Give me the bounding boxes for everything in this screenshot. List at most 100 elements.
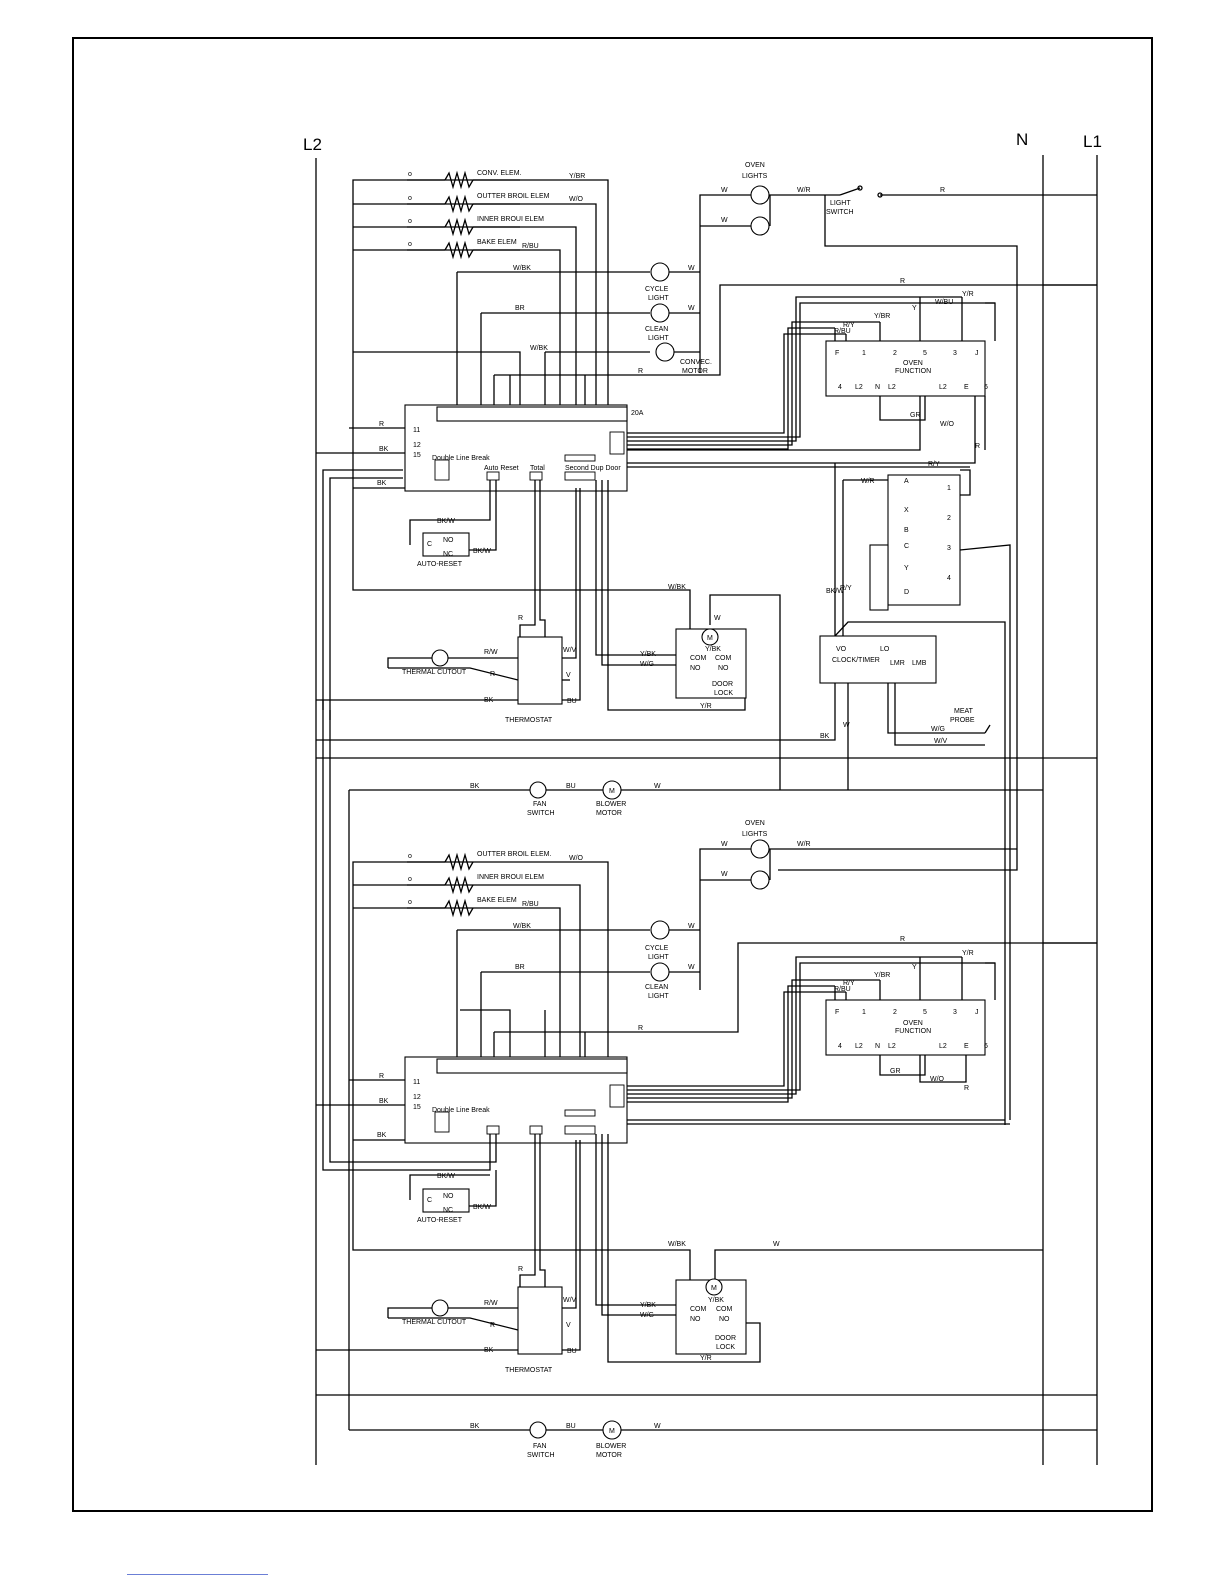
lower-o-1: o (408, 853, 412, 860)
lower-oven-function-label-1: OVEN (903, 1020, 923, 1027)
term-b: B (904, 527, 909, 534)
term-l2: L2 (888, 384, 896, 391)
term-6: 6 (984, 384, 988, 391)
wire-label: W/G (640, 661, 654, 668)
wire-label: BU (566, 1423, 576, 1430)
term-n: N (875, 1043, 880, 1050)
wire-label: BK/W (437, 1173, 455, 1180)
wire-label: W/O (930, 1076, 945, 1083)
lower-oven-lights-label-1: OVEN (745, 820, 765, 827)
upper-o-3: o (408, 218, 412, 225)
wire-label: BU (567, 1348, 577, 1355)
wire-label: W/G (640, 1312, 654, 1319)
term-l2: L2 (855, 1043, 863, 1050)
wire-label: W (721, 871, 728, 878)
lower-double-line-break: Double Line Break (432, 1107, 490, 1114)
l1-rail-label: L1 (1083, 132, 1102, 151)
upper-control-board (316, 296, 995, 492)
term-c: C (427, 1197, 432, 1204)
term-n: N (875, 384, 880, 391)
term-3: 3 (953, 1009, 957, 1016)
meat-probe-label-2: PROBE (950, 717, 975, 724)
term-l2: L2 (939, 1043, 947, 1050)
diagram-frame (72, 37, 1153, 1512)
term-x: X (904, 507, 909, 514)
wire-label: R/BU (834, 328, 851, 335)
wire-label: R (638, 368, 643, 375)
term-1: 1 (947, 485, 951, 492)
footer-link-underline[interactable] (127, 1574, 268, 1575)
wire-label: W (654, 1423, 661, 1430)
upper-oven-lights-label-1: OVEN (745, 162, 765, 169)
wire-label: GR (910, 412, 921, 419)
wire-label: V (566, 1322, 571, 1329)
term-no: NO (719, 1316, 730, 1323)
lower-thermal-cutout-label: THERMAL CUTOUT (402, 1319, 467, 1326)
upper-oven-lights-label-2: LIGHTS (742, 173, 768, 180)
lower-oven-lights (650, 839, 1017, 990)
term-c: C (427, 541, 432, 548)
wire-label: W (843, 722, 850, 729)
upper-conv-elem-label: CONV. ELEM. (477, 170, 522, 177)
wire-label: W (714, 615, 721, 622)
wire-label: W/R (797, 187, 811, 194)
wire-label: W (688, 964, 695, 971)
lower-cycle-light-label-1: CYCLE (645, 945, 669, 952)
motor-m: M (711, 1285, 717, 1292)
lower-element-wiring (352, 852, 1097, 1140)
wire-label: R (490, 671, 495, 678)
term-e: E (964, 384, 969, 391)
term-y: Y (904, 565, 909, 572)
wire-label: W/V (563, 1297, 577, 1304)
lower-blower-motor-label-2: MOTOR (596, 1452, 622, 1459)
term-no: NO (718, 665, 729, 672)
lower-inner-broil-label: INNER BROUI ELEM (477, 874, 544, 881)
wire-label: W/BK (668, 584, 686, 591)
lower-clean-light-label-1: CLEAN (645, 984, 668, 991)
term-lo: LO (880, 646, 890, 653)
lower-clean-light-label-2: LIGHT (648, 993, 669, 1000)
wire-label: W/BU (935, 299, 953, 306)
upper-oven-function-label-2: FUNCTION (895, 368, 931, 375)
lower-oven-lights-label-2: LIGHTS (742, 831, 768, 838)
meat-probe-label-1: MEAT (954, 708, 974, 715)
term-j: J (975, 350, 979, 357)
term-nc: NC (443, 1207, 453, 1214)
term-l2: L2 (855, 384, 863, 391)
wire-label: BK (379, 1098, 389, 1105)
wire-label: BK (484, 1347, 494, 1354)
wire-label: W/O (569, 855, 584, 862)
wire-label: R (638, 1025, 643, 1032)
lower-door-lock-label-2: LOCK (716, 1344, 735, 1351)
wire-label: Y/BK (705, 646, 721, 653)
wire-label: W/BK (668, 1241, 686, 1248)
term-11: 11 (413, 1079, 420, 1086)
wire-label: W/R (861, 478, 875, 485)
wire-label: R/Y (840, 585, 852, 592)
lower-o-3: o (408, 899, 412, 906)
wire-label: R/W (484, 1300, 498, 1307)
motor-m: M (707, 635, 713, 642)
term-c: C (904, 543, 909, 550)
wire-label: BK (377, 480, 387, 487)
wire-label: Y/BK (708, 1297, 724, 1304)
upper-o-1: o (408, 171, 412, 178)
upper-door-lock-label-2: LOCK (714, 690, 733, 697)
wire-label: R (900, 936, 905, 943)
term-no: NO (690, 665, 701, 672)
wire-label: W/O (569, 196, 584, 203)
upper-clean-light-label-2: LIGHT (648, 335, 669, 342)
term-5: 5 (923, 1009, 927, 1016)
wire-label: Y/R (962, 291, 974, 298)
upper-thermostat-label: THERMOSTAT (505, 717, 553, 724)
lower-door-lock-label-1: DOOR (715, 1335, 736, 1342)
wire-label: BK (379, 446, 389, 453)
upper-bake-elem-label: BAKE ELEM (477, 239, 517, 246)
wire-label: W (773, 1241, 780, 1248)
upper-fan-blower (348, 780, 1043, 1430)
wire-label: R (518, 615, 523, 622)
term-3: 3 (947, 545, 951, 552)
wire-label: W/BK (513, 923, 531, 930)
lower-auto-reset-label: AUTO-RESET (417, 1217, 463, 1224)
wire-label: W (721, 841, 728, 848)
